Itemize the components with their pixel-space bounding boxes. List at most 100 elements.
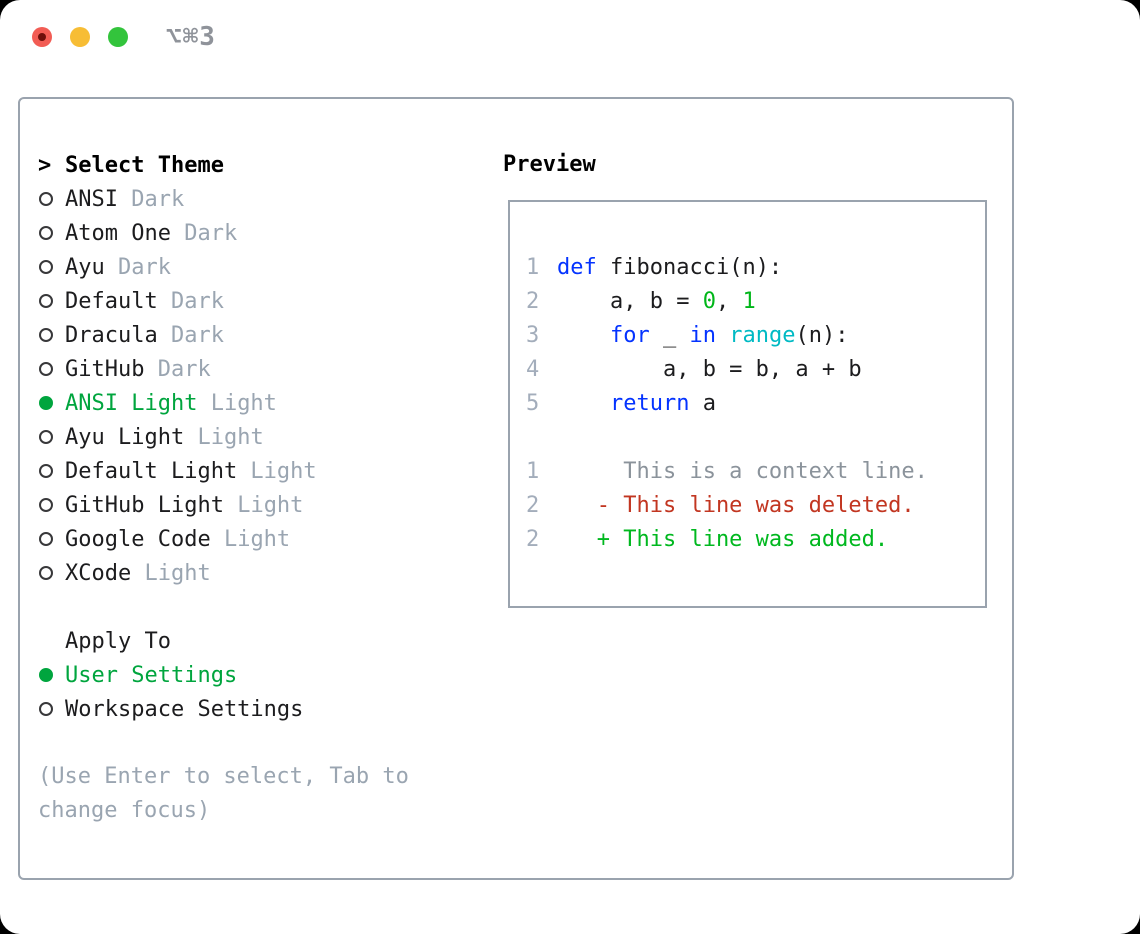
theme-variant-tag: Light [237,458,317,484]
select-theme-title: Select Theme [65,152,224,178]
radio-unselected-icon [38,498,65,512]
option-label: XCode [65,560,132,586]
code-line: 1 def fibonacci(n): [526,250,985,284]
radio-unselected-icon [38,464,65,478]
theme-variant-tag: Dark [104,254,171,280]
code-line: 4 a, b = b, a + b [526,352,985,386]
option-label: ANSI Light [65,390,198,416]
code-line: 2 + This line was added. [526,522,985,556]
code-line: 2 - This line was deleted. [526,488,985,522]
code-line: 1 This is a context line. [526,454,985,488]
theme-option-ansi[interactable]: ANSI Dark [38,182,458,216]
line-number: 5 [526,390,540,416]
theme-variant-tag: Dark [157,322,224,348]
radio-unselected-icon [38,192,65,206]
close-button[interactable] [32,27,52,47]
line-number: 1 [526,254,540,280]
theme-option-atom-one[interactable]: Atom One Dark [38,216,458,250]
theme-variant-tag: Light [131,560,211,586]
option-label: GitHub Light [65,492,224,518]
option-label: Default Light [65,458,238,484]
line-number: 4 [526,356,540,382]
code-line [526,420,985,454]
code-line: 2 a, b = 0, 1 [526,284,985,318]
spacer [38,590,458,624]
theme-option-google-code[interactable]: Google Code Light [38,522,458,556]
option-label: ANSI [65,186,118,212]
spacer [38,726,458,760]
apply-option-user-settings[interactable]: User Settings [38,658,458,692]
chevron-prompt-icon: > [38,152,52,178]
radio-unselected-icon [38,702,65,716]
focus-marker: > [38,153,65,178]
theme-variant-tag: Dark [117,186,185,212]
code-text: a, b = b, a + b [557,356,862,382]
radio-unselected-icon [38,226,65,240]
option-label: Dracula [65,322,158,348]
apply-option-workspace-settings[interactable]: Workspace Settings [38,692,458,726]
theme-option-default[interactable]: Default Dark [38,284,458,318]
theme-variant-tag: Dark [144,356,211,382]
radio-unselected-icon [38,294,65,308]
option-label: User Settings [65,662,238,688]
radio-unselected-icon [38,362,65,376]
radio-unselected-icon [38,430,65,444]
theme-option-github-light[interactable]: GitHub Light Light [38,488,458,522]
code-text: return a [609,390,716,416]
radio-unselected-icon [38,328,65,342]
theme-option-xcode[interactable]: XCode Light [38,556,458,590]
radio-selected-icon [38,396,65,410]
select-theme-header-row: > Select Theme [38,148,458,182]
apply-to-header-row: Apply To [38,624,458,658]
code-text: a, b = 0, 1 [557,288,756,314]
keyboard-hint: (Use Enter to select, Tab to change focu… [38,764,409,823]
theme-variant-tag: Dark [170,220,238,246]
code-text: def fibonacci(n): [557,254,783,280]
code-text: + This line was added. [557,526,889,552]
code-text: - This line was deleted. [557,492,915,518]
line-number: 2 [526,526,540,552]
option-label: Default [65,288,158,314]
theme-option-default-light[interactable]: Default Light Light [38,454,458,488]
minimize-button[interactable] [70,27,90,47]
option-label: Ayu [65,254,105,280]
code-line: 5 return a [526,386,985,420]
window-title-shortcut: ⌥⌘3 [166,22,216,52]
apply-to-title: Apply To [65,628,171,654]
theme-variant-tag: Light [184,424,264,450]
line-number: 3 [526,322,540,348]
close-dot-icon [38,33,46,41]
theme-variant-tag: Light [197,390,277,416]
code-text: This is a context line. [557,458,928,484]
option-label: Ayu Light [65,424,185,450]
theme-variant-tag: Light [210,526,291,552]
theme-variant-tag: Dark [157,288,224,314]
radio-unselected-icon [38,260,65,274]
line-number: 2 [526,288,540,314]
theme-option-ayu[interactable]: Ayu Dark [38,250,458,284]
option-label: GitHub [65,356,145,382]
theme-option-dracula[interactable]: Dracula Dark [38,318,458,352]
option-label: Workspace Settings [65,696,304,722]
traffic-lights [32,27,128,47]
radio-unselected-icon [38,566,65,580]
theme-option-ayu-light[interactable]: Ayu Light Light [38,420,458,454]
line-number: 2 [526,492,540,518]
fullscreen-button[interactable] [108,27,128,47]
option-label: Atom One [65,220,171,246]
code-line: 3 for _ in range(n): [526,318,985,352]
theme-option-github[interactable]: GitHub Dark [38,352,458,386]
theme-option-ansi-light[interactable]: ANSI Light Light [38,386,458,420]
theme-variant-tag: Light [223,492,304,518]
line-number: 1 [526,458,540,484]
option-label: Google Code [65,526,211,552]
code-text: for _ in range(n): [609,322,849,348]
preview-title: Preview [503,152,596,177]
